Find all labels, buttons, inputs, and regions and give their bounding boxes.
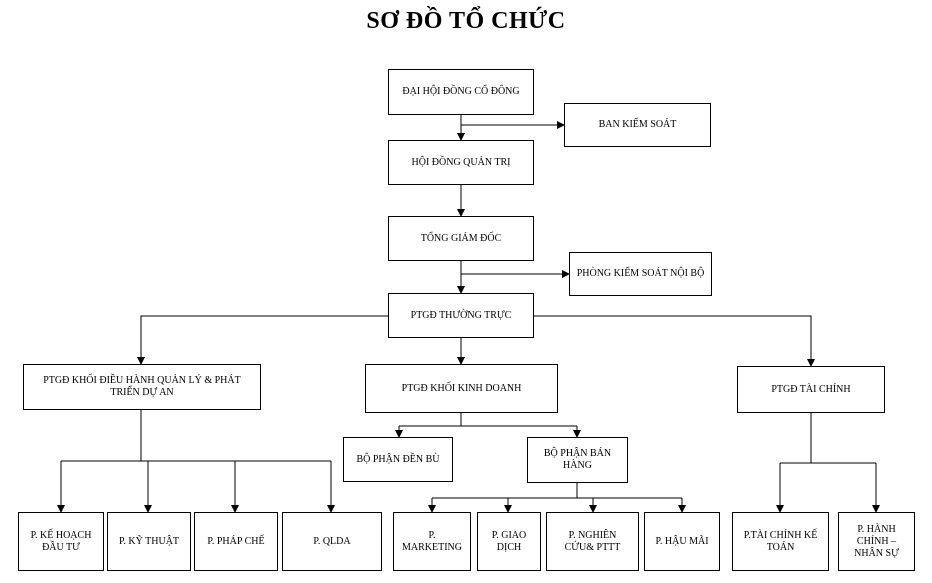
node-p-tai-chinh-ke-toan: P.TÀI CHÍNH KẾ TOÁN xyxy=(732,512,829,571)
node-p-ky-thuat: P. KỸ THUẬT xyxy=(107,512,191,571)
node-p-qlda: P. QLDA xyxy=(282,512,382,571)
node-p-hanh-chinh-nhan-su: P. HÀNH CHÍNH – NHÂN SỰ xyxy=(838,512,915,571)
page-title: SƠ ĐỒ TỔ CHỨC xyxy=(366,8,566,34)
node-p-hau-mai: P. HẬU MÃI xyxy=(644,512,720,571)
node-ptgd-thuong-truc: PTGĐ THƯỜNG TRỰC xyxy=(388,293,534,338)
node-tong-giam-doc: TỔNG GIÁM ĐỐC xyxy=(388,216,534,261)
node-p-marketing: P. MARKETING xyxy=(393,512,471,571)
node-hoi-dong-quan-tri: HỘI ĐỒNG QUẢN TRỊ xyxy=(388,140,534,185)
node-ban-kiem-soat: BAN KIỂM SOÁT xyxy=(564,103,711,147)
node-bo-phan-den-bu: BỘ PHẬN ĐỀN BÙ xyxy=(343,437,453,482)
node-p-giao-dich: P. GIAO DỊCH xyxy=(477,512,541,571)
node-bo-phan-ban-hang: BỘ PHẬN BÁN HÀNG xyxy=(527,437,628,483)
node-ptgd-tai-chinh: PTGĐ TÀI CHÍNH xyxy=(737,366,885,413)
node-dai-hoi-dong-co-dong: ĐẠI HỘI ĐỒNG CỔ ĐÔNG xyxy=(388,69,534,115)
node-phong-kiem-soat-noi-bo: PHÒNG KIỂM SOÁT NỘI BỘ xyxy=(569,252,712,296)
node-p-phap-che: P. PHÁP CHẾ xyxy=(194,512,278,571)
node-ptgd-khoi-kinh-doanh: PTGĐ KHỐI KINH DOANH xyxy=(365,364,558,413)
connector xyxy=(534,315,815,367)
node-p-ke-hoach-dau-tu: P. KẾ HOẠCH ĐẦU TƯ xyxy=(18,512,104,571)
node-ptgd-khoi-qlda: PTGĐ KHỐI ĐIỀU HÀNH QUẢN LÝ & PHÁT TRIỂN… xyxy=(23,364,261,410)
connector xyxy=(137,315,388,365)
node-p-nghien-cuu-pttt: P. NGHIÊN CỨU& PTTT xyxy=(546,512,639,571)
